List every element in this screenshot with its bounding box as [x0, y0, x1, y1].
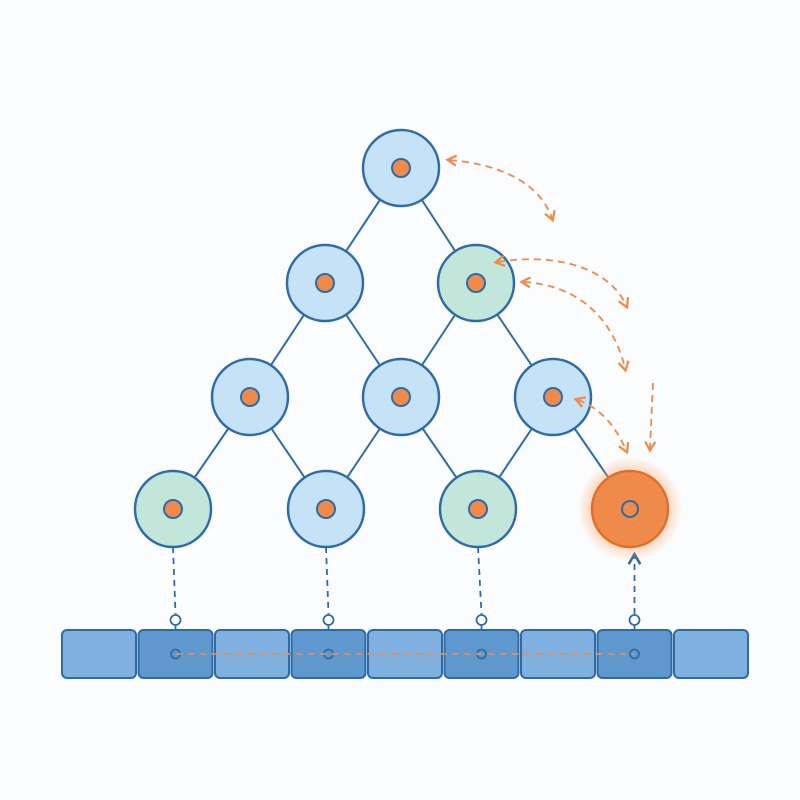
circle-dot-icon [468, 499, 488, 519]
link-line [477, 546, 483, 615]
array-cell [61, 629, 137, 679]
node-circle [590, 469, 670, 549]
tree-node-l2-b [361, 357, 441, 437]
cell-port-icon [628, 614, 641, 626]
tree-edge-layer [172, 167, 631, 510]
cell-port-icon [169, 614, 182, 626]
swap-arc [573, 396, 630, 455]
cell-dot-icon [629, 648, 640, 660]
circle-dot-icon [543, 387, 563, 407]
tree-node-l3-c [438, 469, 518, 549]
circle-dot-icon [391, 158, 411, 178]
swap-arc-layer [445, 154, 657, 455]
array-cell [290, 629, 367, 679]
tree-node-l2-a [210, 357, 290, 437]
circle-dot-icon [240, 387, 260, 407]
circle-dot-icon [621, 500, 639, 518]
swap-arc [644, 382, 657, 453]
swap-arc [445, 154, 556, 223]
tree-node-l1-b [436, 243, 516, 323]
tree-node-l3-a [133, 469, 213, 549]
tree-node-l2-c [513, 357, 593, 437]
swap-arc [493, 255, 630, 310]
tree-node-l3-d [578, 457, 682, 561]
array-cell [673, 629, 749, 679]
link-line [325, 546, 330, 615]
circle-dot-icon [466, 273, 486, 293]
tree-node-root [361, 128, 441, 208]
link-layer [169, 546, 642, 660]
swap-arc [519, 276, 630, 373]
array-cell [520, 629, 596, 679]
circle-dot-icon [315, 273, 335, 293]
circle-dot-icon [391, 387, 411, 407]
cell-port-icon [475, 614, 488, 626]
link-line [172, 546, 177, 615]
circle-dot-icon [163, 499, 183, 519]
tree-node-layer [133, 128, 682, 561]
circle-dot-icon [316, 499, 336, 519]
tree-node-l3-b [286, 469, 366, 549]
tree-node-l1-a [285, 243, 365, 323]
cell-port-icon [322, 614, 335, 626]
node-to-cell-link [627, 551, 642, 660]
